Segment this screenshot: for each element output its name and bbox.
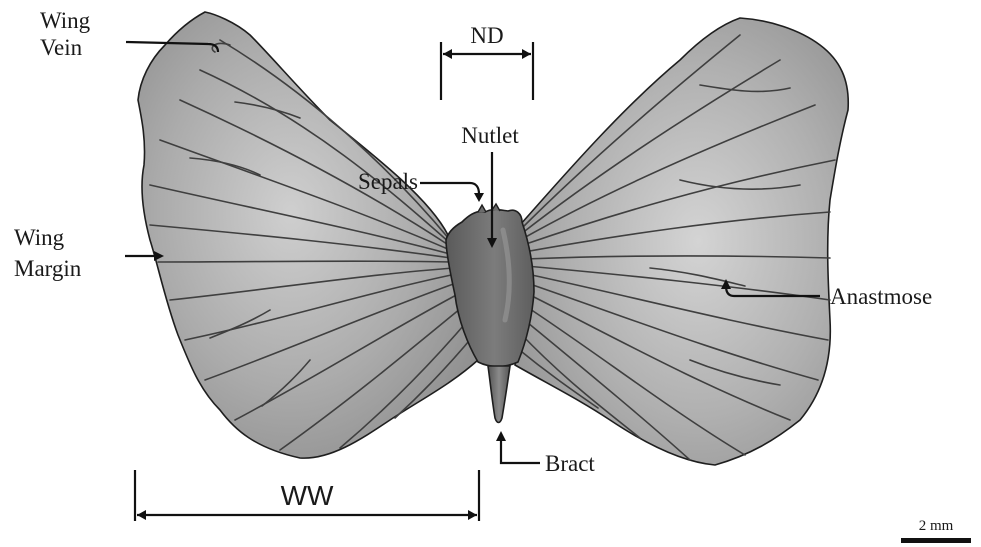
nd-label: ND (470, 23, 503, 48)
nd-dimension: ND (441, 23, 533, 100)
wing-margin-callout: Wing Margin (14, 225, 164, 281)
bract-body (488, 366, 510, 423)
ww-label: WW (281, 480, 334, 511)
sepals-label: Sepals (358, 169, 418, 194)
bract-callout: Bract (496, 431, 595, 476)
anastomose-label: Anastmose (830, 284, 932, 309)
right-wing (515, 18, 848, 465)
wing-vein-label-line2: Vein (40, 35, 83, 60)
scale-bar: 2 mm (901, 518, 971, 543)
nutlet-label: Nutlet (461, 123, 519, 148)
left-wing-blade (138, 12, 478, 458)
bract-label: Bract (545, 451, 595, 476)
ww-dimension: WW (135, 470, 479, 521)
scale-bar-line (901, 538, 971, 543)
bract (488, 366, 510, 423)
wing-vein-label-line1: Wing (40, 8, 91, 33)
wing-margin-label-line2: Margin (14, 256, 82, 281)
left-wing (138, 12, 478, 458)
right-wing-blade (515, 18, 848, 465)
scale-bar-label: 2 mm (919, 518, 954, 534)
wing-margin-label-line1: Wing (14, 225, 65, 250)
